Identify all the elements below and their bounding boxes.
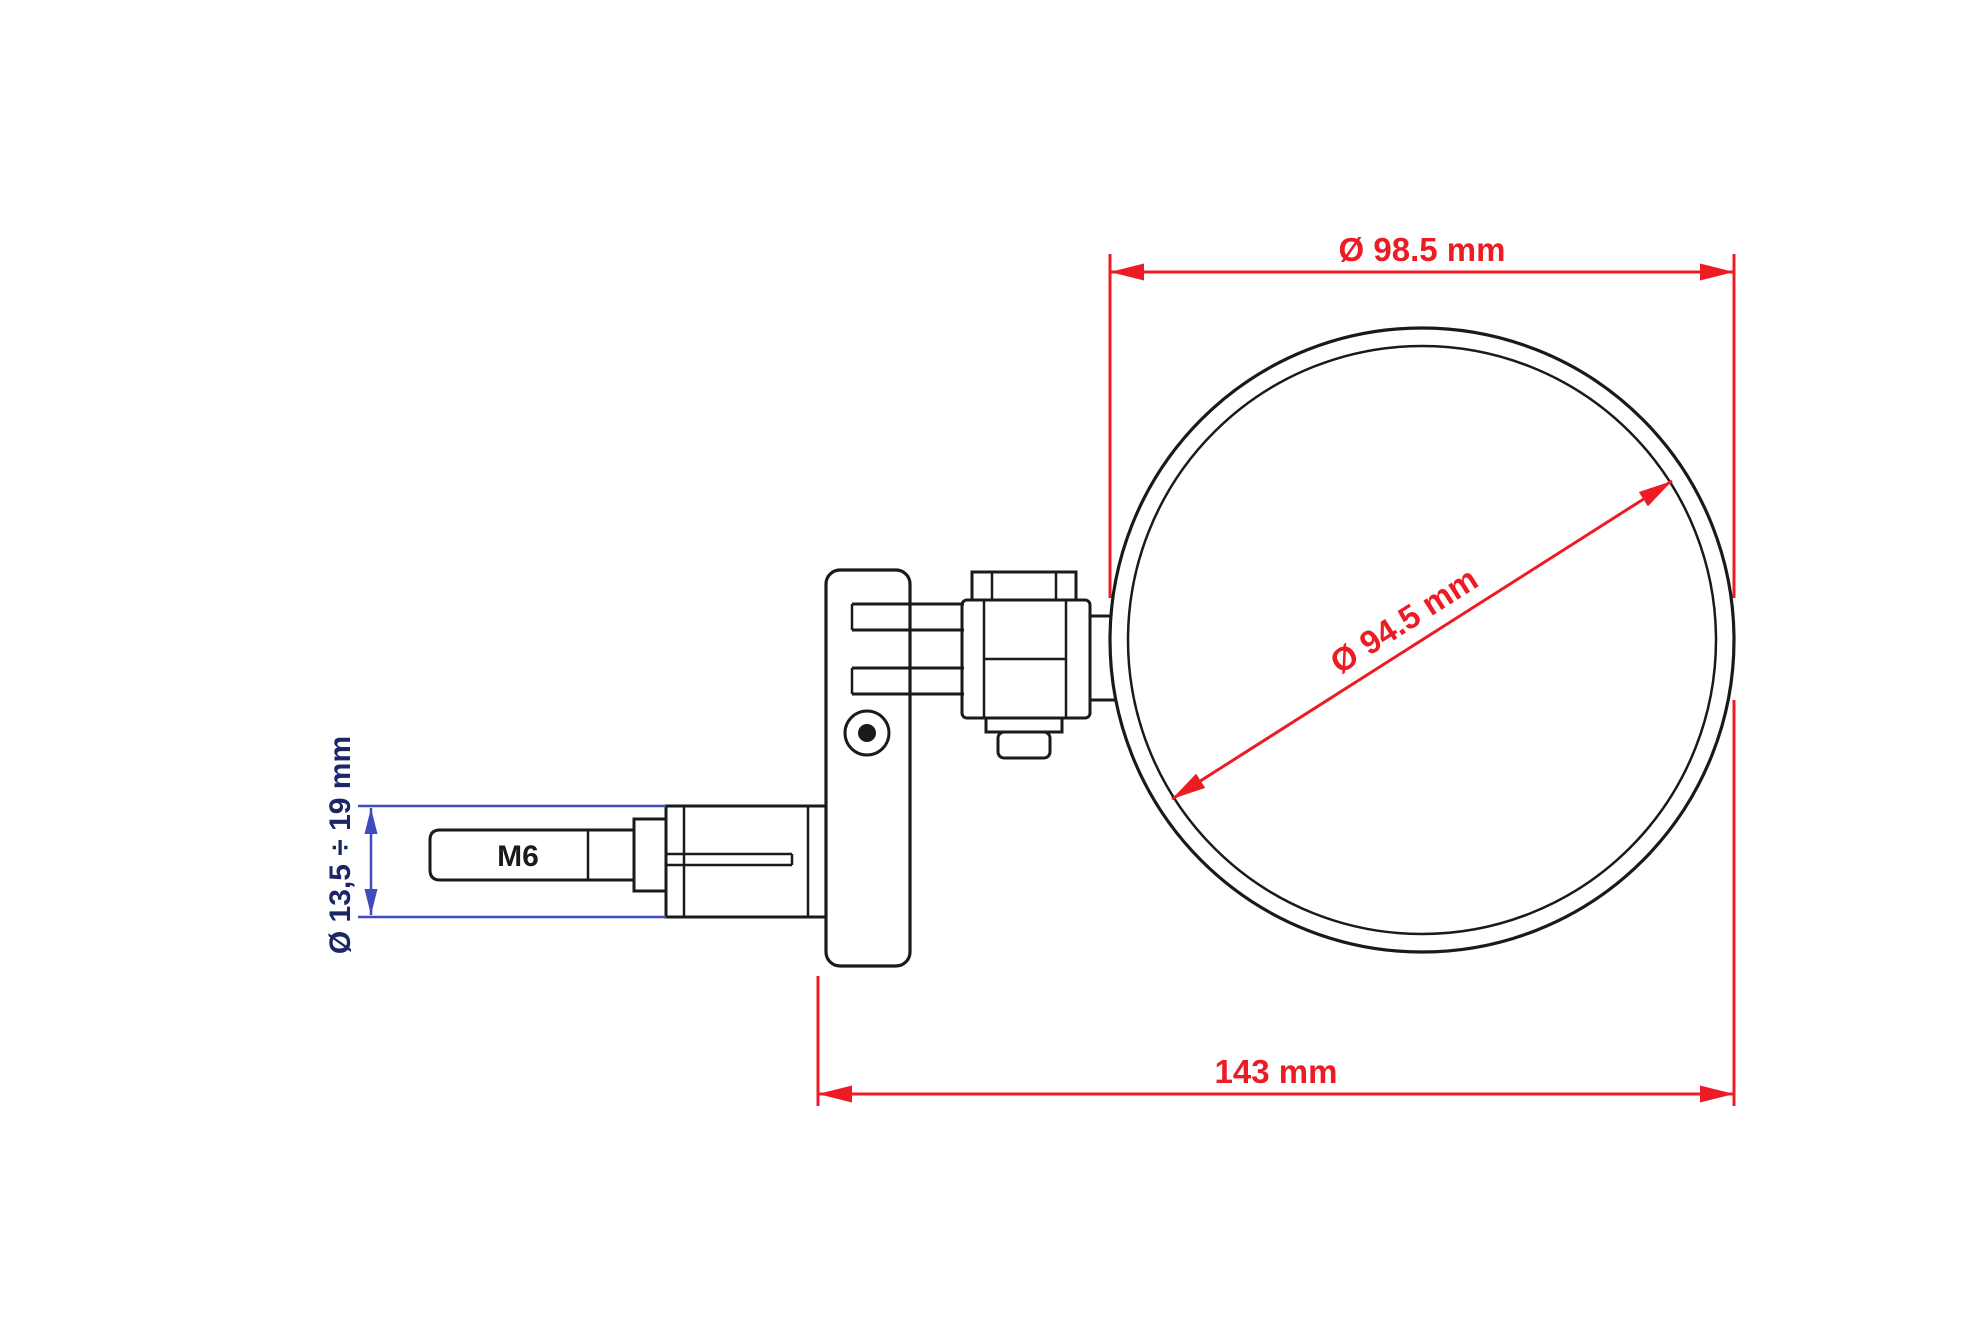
thread-size-label: M6 (497, 840, 539, 873)
clamp-range-label: Ø 13,5 ÷ 19 mm (324, 736, 357, 954)
bolt-shaft (428, 828, 652, 882)
dimension-outer-diameter: Ø 98.5 mm (1108, 231, 1736, 598)
clevis-top-flange (970, 570, 1078, 602)
outer-diameter-label: Ø 98.5 mm (1339, 231, 1506, 268)
expander-sleeve (664, 804, 830, 919)
dimension-clamp-range: Ø 13,5 ÷ 19 mm (324, 736, 666, 954)
pivot-screw-socket (858, 724, 876, 742)
bottom-washer (984, 716, 1064, 734)
dimension-line (1171, 479, 1673, 801)
bolt-washer (632, 817, 668, 893)
total-length-label: 143 mm (1215, 1053, 1338, 1090)
hinge-clevis-arm (850, 570, 1117, 760)
expander-bolt-assembly: M6 (428, 804, 830, 919)
dimension-total-length: 143 mm (816, 700, 1736, 1106)
bottom-nut (996, 730, 1052, 760)
mirror-glass-outline (1126, 344, 1718, 936)
